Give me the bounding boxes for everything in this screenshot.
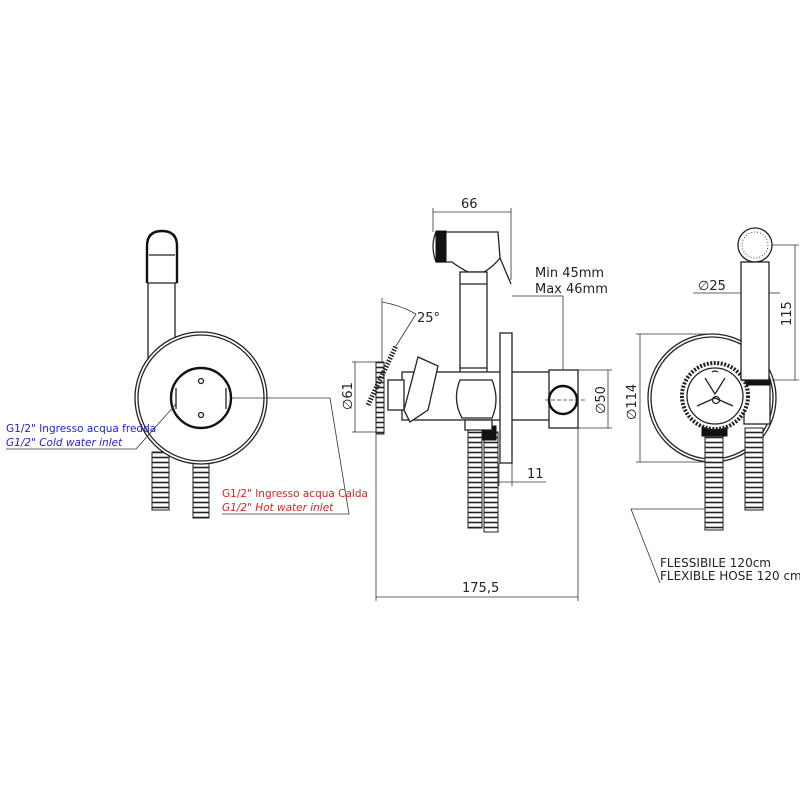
rear-view: G1/2" Ingresso acqua fredda G1/2" Cold w…: [6, 229, 368, 519]
cold-inlet-label-en: G1/2" Cold water inlet: [6, 437, 123, 449]
dim-knob-diameter: ∅61: [341, 382, 356, 410]
front-view: ∅25 115 ∅114 FLESSIBILE 120cm FLEXIBLE H…: [625, 227, 800, 584]
hose-label-en: FLEXIBLE HOSE 120 cm: [660, 569, 800, 583]
hot-inlet-label: G1/2" Ingresso acqua Calda: [222, 488, 368, 500]
hose-label: FLESSIBILE 120cm: [660, 556, 771, 570]
mixer-core: [169, 366, 233, 430]
side-view: 66 25° Min 45mm Max 46mm ∅61 ∅50 11 175,…: [341, 197, 612, 601]
dim-plate-diameter: ∅114: [625, 384, 640, 420]
dim-body-diameter: ∅50: [594, 386, 609, 414]
dim-66: 66: [461, 197, 478, 212]
dim-tube-diameter: ∅25: [698, 279, 726, 294]
handshower-top: [145, 229, 179, 283]
dim-wall-min: Min 45mm: [535, 266, 604, 281]
wall-plate-side: [499, 332, 513, 464]
hose-right: [192, 461, 210, 519]
dim-plate-thickness: 11: [527, 467, 544, 482]
dim-wall-max: Max 46mm: [535, 282, 608, 297]
cold-inlet-label: G1/2" Ingresso acqua fredda: [6, 423, 156, 435]
dim-angle: 25°: [417, 311, 440, 326]
dim-handshower-length: 115: [780, 301, 795, 326]
dim-total-depth: 175,5: [462, 581, 499, 596]
hose-left: [151, 451, 170, 511]
spray-head: [432, 231, 501, 273]
hot-inlet-label-en: G1/2" Hot water inlet: [222, 502, 334, 514]
